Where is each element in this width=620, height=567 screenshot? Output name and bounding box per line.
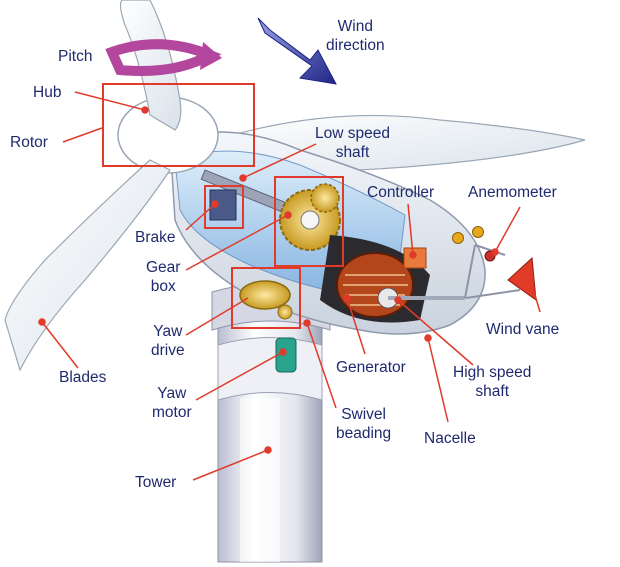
label-rotor: Rotor bbox=[10, 134, 48, 151]
label-blades: Blades bbox=[59, 369, 107, 386]
label-gear-box-line1: Gear bbox=[146, 259, 181, 276]
wind-vane-leader bbox=[529, 277, 541, 313]
swivel-beading-leader bbox=[306, 322, 337, 409]
label-high-speed-shaft-line2: shaft bbox=[475, 383, 510, 400]
label-yaw-drive-line2: drive bbox=[151, 342, 185, 359]
anemometer-leader bbox=[494, 206, 521, 253]
sensor-mast bbox=[464, 244, 521, 299]
label-wind-direction-line2: direction bbox=[326, 37, 385, 54]
label-yaw-drive-line1: Yaw bbox=[153, 323, 183, 340]
tower-leader bbox=[192, 449, 269, 481]
label-generator: Generator bbox=[336, 359, 406, 376]
blades-leader bbox=[41, 321, 79, 369]
nacelle-leader bbox=[427, 337, 449, 423]
brake-leader bbox=[185, 203, 216, 231]
yaw-drive bbox=[239, 280, 293, 320]
label-low-speed-shaft-line2: shaft bbox=[335, 144, 370, 161]
yaw-motor bbox=[275, 337, 297, 373]
label-low-speed-shaft: Low speed shaft bbox=[315, 124, 390, 162]
label-controller: Controller bbox=[367, 184, 435, 201]
label-gear-box: Gear box bbox=[146, 258, 180, 296]
label-nacelle: Nacelle bbox=[424, 430, 476, 447]
wind-vane bbox=[507, 256, 537, 302]
high-speed-shaft-leader bbox=[397, 299, 474, 366]
label-anemometer: Anemometer bbox=[468, 184, 557, 201]
brake-highlight-box bbox=[204, 185, 244, 229]
wind-direction-arrow bbox=[257, 17, 337, 85]
hub-leader bbox=[74, 91, 146, 111]
pitch-arrowhead bbox=[200, 42, 222, 70]
label-wind-direction-line1: Wind bbox=[337, 18, 373, 35]
label-gear-box-line2: box bbox=[150, 278, 176, 295]
controller-leader bbox=[407, 203, 414, 256]
label-yaw-motor-line2: motor bbox=[152, 404, 192, 421]
gearbox bbox=[279, 183, 341, 251]
label-hub: Hub bbox=[33, 84, 62, 101]
label-brake: Brake bbox=[135, 229, 176, 246]
label-yaw-motor-line1: Yaw bbox=[157, 385, 187, 402]
label-wind-direction: Wind direction bbox=[326, 17, 385, 55]
generator-leader bbox=[346, 297, 366, 355]
hub-highlight-box bbox=[102, 83, 255, 167]
yaw-motor-leader bbox=[195, 351, 284, 401]
label-yaw-drive: Yaw drive bbox=[151, 322, 185, 360]
tower bbox=[211, 283, 331, 563]
low-speed-shaft-leader bbox=[242, 143, 317, 179]
rotor-leader bbox=[62, 127, 103, 143]
label-high-speed-shaft: High speed shaft bbox=[453, 363, 531, 401]
yaw-drive-highlight-box bbox=[231, 267, 301, 329]
anemometer bbox=[452, 226, 496, 262]
yaw-drive-leader bbox=[185, 297, 249, 336]
label-wind-vane: Wind vane bbox=[486, 321, 560, 338]
label-swivel-beading: Swivel beading bbox=[336, 405, 391, 443]
gear-box-leader bbox=[185, 214, 289, 271]
label-tower: Tower bbox=[135, 474, 177, 491]
label-yaw-motor: Yaw motor bbox=[152, 384, 192, 422]
label-swivel-beading-line1: Swivel bbox=[341, 406, 386, 423]
label-low-speed-shaft-line1: Low speed bbox=[315, 125, 390, 142]
label-swivel-beading-line2: beading bbox=[336, 425, 392, 442]
blade-left bbox=[4, 159, 171, 372]
label-pitch: Pitch bbox=[58, 48, 93, 65]
label-high-speed-shaft-line1: High speed bbox=[453, 364, 532, 381]
